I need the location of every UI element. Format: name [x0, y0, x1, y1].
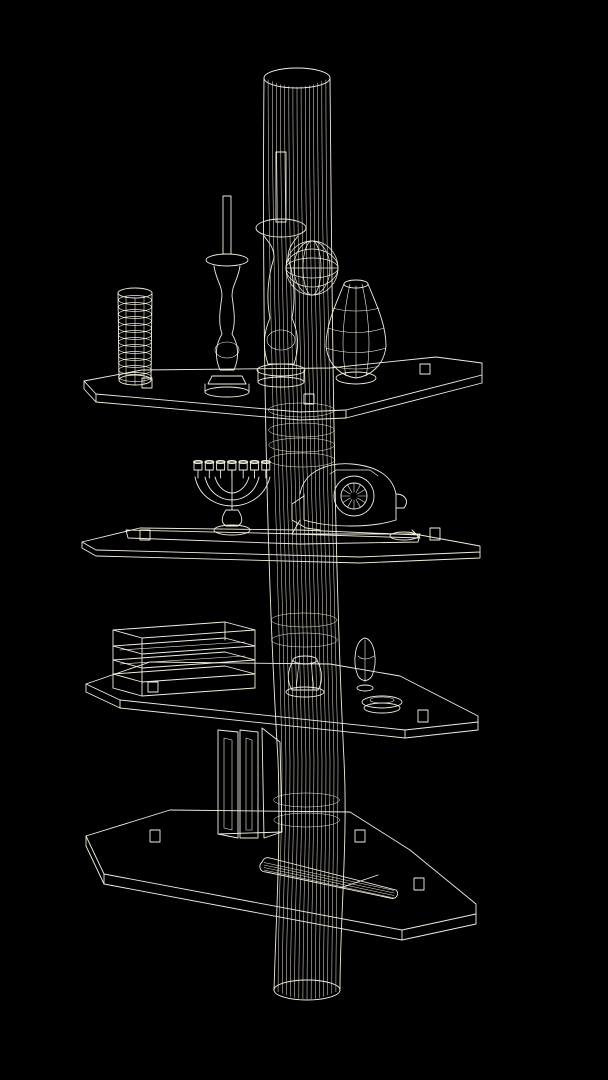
shelf-3	[85, 661, 479, 739]
rolled-scroll	[259, 857, 399, 899]
glass-box	[112, 621, 256, 697]
shelf-4	[85, 809, 477, 941]
menorah	[193, 460, 271, 536]
pillar	[263, 67, 346, 1001]
small-dish	[361, 695, 403, 714]
tray	[125, 529, 421, 545]
mantel-clock	[291, 463, 421, 539]
candlestick-right	[255, 151, 307, 388]
egg-lamp	[354, 637, 376, 692]
lantern-vase	[325, 279, 387, 385]
candlestick-left	[204, 195, 250, 398]
shelf-1	[83, 356, 483, 421]
cylinder-vase	[117, 287, 153, 386]
book-frames	[217, 727, 283, 839]
bowl-vase	[285, 655, 325, 698]
shelf-2	[81, 527, 481, 564]
